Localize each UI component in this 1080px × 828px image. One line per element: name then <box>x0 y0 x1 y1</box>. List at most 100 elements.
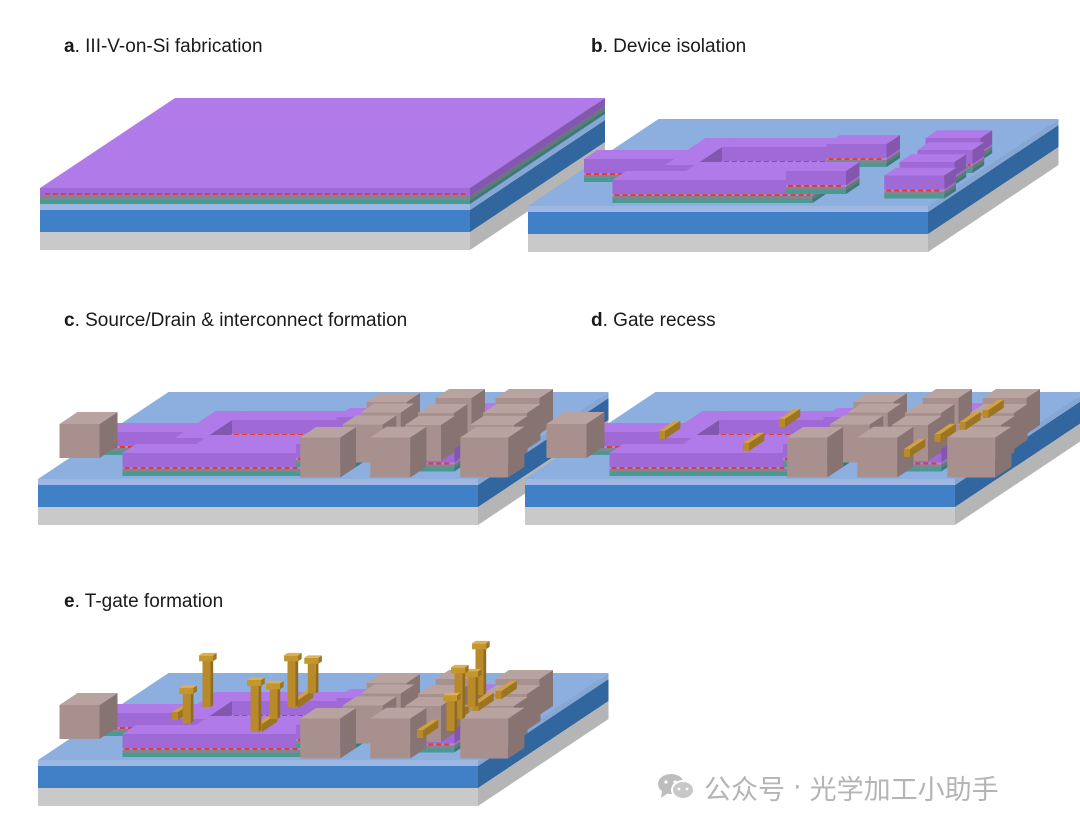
t-gate-0-stem-front <box>202 661 211 707</box>
source-drain-contact-1-top <box>366 393 420 402</box>
barrier-layer-side <box>470 106 605 200</box>
source-drain-contact-2-top <box>360 684 415 694</box>
gate-recess-1-front <box>743 443 749 451</box>
t-gate-6-head <box>472 640 490 650</box>
t-gate-4-head-top <box>247 677 265 680</box>
source-drain-contact-4-side <box>340 427 356 478</box>
gate-recess-0-front <box>659 431 665 439</box>
panel-a-label: a. III-V-on-Si fabrication <box>64 36 263 58</box>
source-drain-contact-8-side <box>527 685 541 730</box>
t-gate-8-stem-side <box>462 671 466 719</box>
t-gate-0-head-top <box>199 652 217 656</box>
panel-e-t-gate <box>38 640 609 806</box>
source-drain-contact-4-side <box>827 427 843 478</box>
source-drain-contact-9-top <box>892 416 942 425</box>
t-gate-2-head-front <box>284 655 299 662</box>
panel-c-label: c. Source/Drain & interconnect formation <box>64 310 407 332</box>
source-drain-contact-4-front <box>787 437 828 478</box>
gate-recess-4 <box>934 423 956 442</box>
buried-oxide-layer-side <box>928 125 1059 234</box>
mesa-4-barrier-front <box>122 469 323 472</box>
isolated-mesa-1-spacer-side <box>972 156 985 166</box>
source-drain-contact-9-side <box>441 416 455 461</box>
isolated-mesa-2-cap-top <box>899 154 967 162</box>
gate-recess-5 <box>959 411 981 430</box>
silicon-substrate-front <box>525 507 955 525</box>
isolated-mesa-0-cap-top <box>925 130 993 138</box>
silicon-substrate-front <box>38 788 478 806</box>
barrier-layer-front <box>40 196 470 200</box>
silicon-substrate-front <box>38 507 478 525</box>
t-gate-1-head <box>304 655 322 664</box>
mesa-5-cap-side <box>886 135 900 158</box>
t-gate-2-head <box>284 652 302 662</box>
source-drain-contact-4 <box>300 427 356 478</box>
gate-recess-6-top <box>982 399 1004 410</box>
t-gate-9-head-top <box>443 692 461 696</box>
source-drain-contact-9-top <box>405 416 455 425</box>
mesa-4-buffer-front <box>122 472 323 476</box>
panel-b-letter: b <box>591 36 603 57</box>
isolated-mesa-2-cap-side <box>954 154 967 176</box>
silicon-substrate-side <box>478 701 609 806</box>
source-drain-contact-5-top <box>435 389 485 398</box>
source-drain-contact-4-top <box>300 708 356 719</box>
source-drain-contact-6-top <box>495 670 553 679</box>
source-drain-contact-11-front <box>370 718 411 759</box>
mesa-4-cap-top <box>609 444 823 453</box>
gate-recess-3-front <box>904 449 910 457</box>
source-drain-contact-11-top <box>370 707 427 719</box>
t-gate-9-head-side <box>457 692 461 702</box>
t-gate-9-stem-side <box>454 699 458 731</box>
mesa-6-barrier-side <box>846 178 860 190</box>
mesa-4-cap <box>122 725 336 748</box>
gate-recess-1-top <box>743 432 765 443</box>
mesa-4-buffer-front <box>122 753 323 757</box>
source-drain-contact-12-top <box>460 426 525 438</box>
mesa-4-buffer-front <box>612 199 813 203</box>
t-gate-1-stem-front <box>307 663 316 694</box>
source-drain-contact-3-top <box>342 696 397 706</box>
t-gate-3-head-side <box>280 680 284 690</box>
gate-recess-5-top <box>959 411 981 422</box>
panel-a-wafer <box>40 98 605 250</box>
t-gate-4 <box>247 677 265 732</box>
source-drain-contact-9-top <box>405 697 455 706</box>
gate-recess-1 <box>743 432 765 451</box>
t-gate-5-head-side <box>193 685 197 694</box>
t-gate-4-head <box>247 677 265 686</box>
buffer-layer-front <box>40 200 470 204</box>
source-drain-contact-4 <box>300 708 356 759</box>
source-drain-contact-4-front <box>300 437 341 478</box>
gate-recess-6 <box>495 680 517 699</box>
source-drain-contact-left-side <box>99 693 118 739</box>
mesa-0-cap-top <box>94 423 198 432</box>
t-gate-0 <box>199 652 217 707</box>
source-drain-contact-4-top <box>300 427 356 438</box>
source-drain-contact-12-side <box>995 426 1012 478</box>
isolated-mesa-1-buffer-side <box>972 161 985 173</box>
gate-recess-2-side <box>785 408 801 427</box>
isolated-mesa-2-barrier-side <box>954 170 967 181</box>
mesa-4-cap-front <box>612 180 813 194</box>
gate-recess-2-top <box>779 408 801 419</box>
isolated-mesa-3-cap <box>884 167 956 190</box>
buried-oxide-layer-front <box>525 485 955 507</box>
t-gate-5 <box>179 685 197 724</box>
mesa-4-cap-front <box>609 453 810 467</box>
buried-oxide-layer-side <box>478 679 609 788</box>
source-drain-contact-11 <box>370 426 427 478</box>
silicon-substrate-side <box>470 142 605 250</box>
gate-recess-6-side <box>501 680 517 699</box>
watermark-account-type: 公众号 <box>704 774 785 806</box>
mesa-1-cap-top <box>665 138 736 165</box>
buffer-layer-side <box>470 110 605 204</box>
panel-b-title: . Device isolation <box>602 36 747 57</box>
source-drain-contact-left <box>546 412 605 458</box>
silicon-substrate-side <box>955 423 1080 525</box>
mesa-4-cap-top <box>122 444 336 453</box>
gate-recess-2-front <box>779 419 785 427</box>
source-drain-contact-left-front <box>59 424 100 458</box>
isolated-mesa-3-barrier-front <box>884 191 945 195</box>
